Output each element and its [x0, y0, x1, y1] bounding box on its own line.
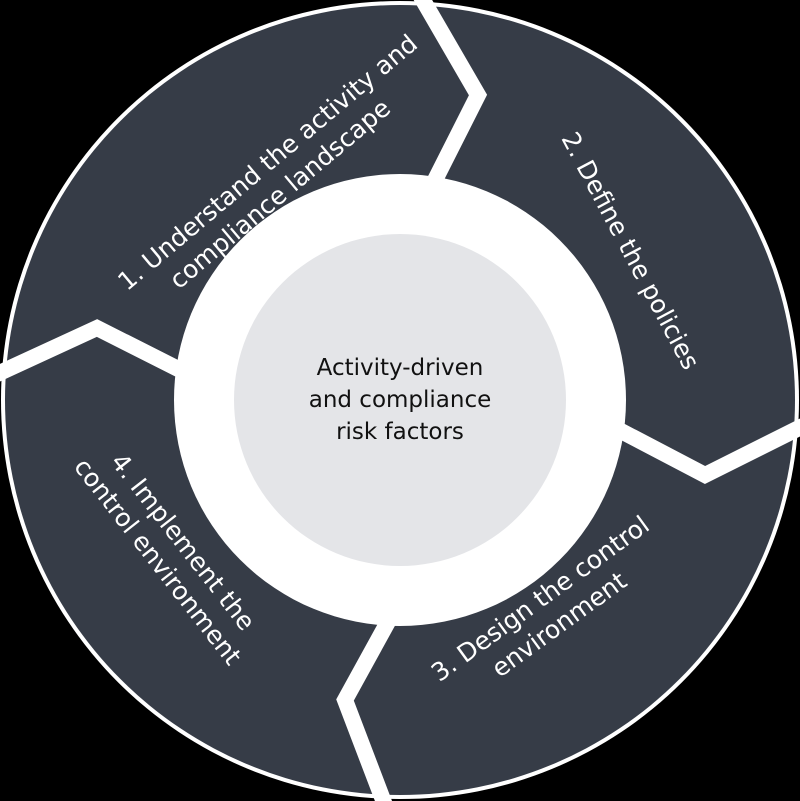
center-line-1: Activity-driven	[316, 355, 484, 381]
center-circle	[234, 234, 566, 566]
separator-4-1	[0, 319, 204, 388]
center-label: Activity-driven and compliance risk fact…	[235, 235, 565, 565]
center-line-3: risk factors	[336, 419, 464, 445]
separator-3-4	[336, 596, 408, 801]
separator-1-2	[413, 0, 488, 194]
separator-2-3	[596, 412, 800, 484]
center-line-2: and compliance	[308, 387, 492, 413]
